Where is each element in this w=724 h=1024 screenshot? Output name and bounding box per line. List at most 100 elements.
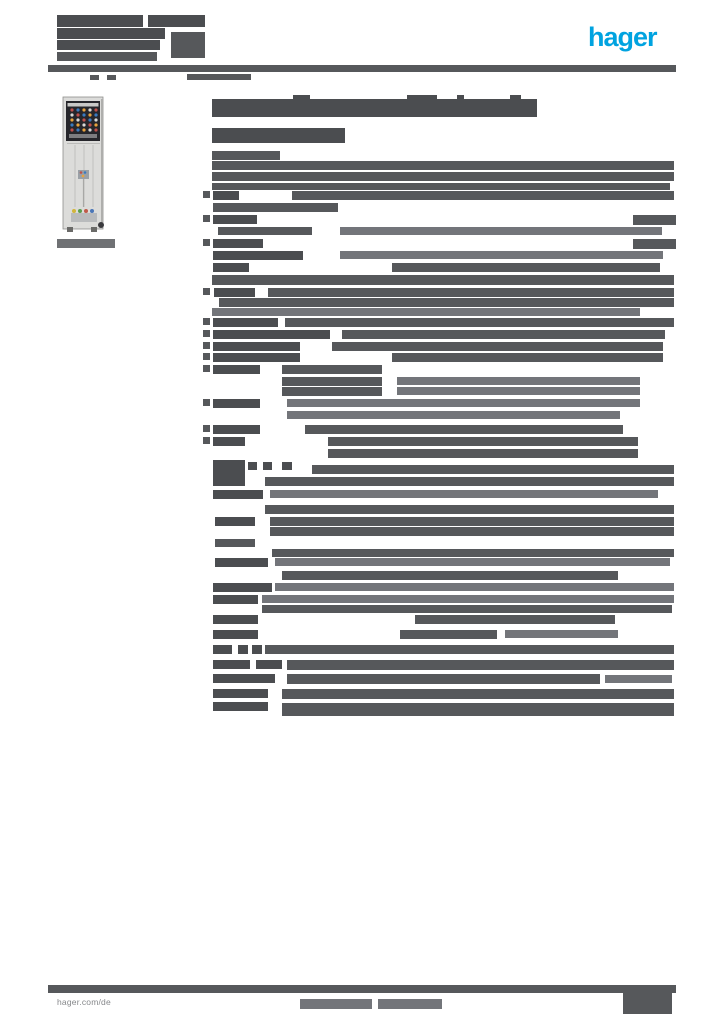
spec-row-bar [287,660,674,670]
spec-row-bar [505,630,618,638]
spec-row-bar [213,330,330,339]
spec-row-bar [287,399,640,407]
spec-row-bar [213,460,245,486]
spec-row-bar [400,630,497,639]
spec-row-bar [282,387,382,396]
list-bullet [203,215,210,222]
product-photo-image [62,96,104,232]
spec-row-bar [213,365,260,374]
header-sub-bar [107,75,116,80]
spec-row-bar [268,288,674,297]
spec-row-bar [265,645,674,654]
spec-row-bar [213,318,278,327]
spec-row-bar [305,425,623,434]
footer-website-link[interactable]: hager.com/de [57,997,111,1007]
spec-row-bar [213,203,338,212]
page-title-bar [212,99,537,117]
spec-row-bar [213,399,260,408]
paragraph-bar [212,172,674,181]
list-bullet [203,318,210,325]
spec-row-bar [282,689,674,699]
footer-page-tab [623,991,672,1014]
list-bullet [203,399,210,406]
list-bullet [203,425,210,432]
spec-row-bar [213,215,257,224]
header-product-title-bar [57,52,157,61]
spec-row-bar [392,263,660,272]
footer-rule [48,985,676,993]
spec-row-bar [213,490,263,499]
spec-row-bar [275,583,674,591]
spec-row-bar [215,539,255,547]
spec-row-bar [214,288,255,297]
spec-row-bar [213,630,258,639]
spec-row-bar [605,675,672,683]
spec-row-bar [213,595,258,604]
page-subtitle-bar [212,128,345,143]
spec-row-bar [272,549,674,557]
footer-note-bar [300,999,372,1009]
paragraph-bar [212,183,670,190]
spec-row-bar [312,465,674,474]
hager-logo: hager [588,22,658,52]
list-bullet [203,437,210,444]
spec-row-bar [328,437,638,446]
spec-row-bar [218,227,312,235]
spec-row-bar [397,387,640,395]
list-bullet [203,330,210,337]
header-product-title-bar [57,40,160,50]
spec-row-bar [215,517,255,526]
spec-row-bar [248,462,257,470]
spec-row-bar [213,342,300,351]
spec-row-bar [263,462,272,470]
spec-row-bar [282,365,382,374]
spec-row-bar [282,571,618,580]
spec-row-bar [285,318,674,327]
spec-row-bar [282,462,292,470]
spec-row-bar [287,674,600,684]
spec-row-bar [213,437,245,446]
spec-row-bar [213,660,250,669]
spec-row-bar [262,595,674,603]
header-rule [48,65,676,72]
spec-row-bar [212,308,640,316]
spec-row-bar [633,239,676,249]
header-product-title-bar [57,15,143,27]
spec-row-bar [238,645,248,654]
spec-row-bar [213,191,239,200]
list-bullet [203,191,210,198]
spec-row-bar [332,342,663,351]
list-bullet [203,353,210,360]
page-title-bar [293,95,310,100]
spec-row-bar [213,689,268,698]
list-bullet [203,239,210,246]
spec-row-bar [213,583,272,592]
spec-row-bar [275,558,670,566]
product-caption-bar [57,239,115,248]
header-badge-bar [171,32,205,58]
spec-row-bar [213,425,260,434]
spec-row-bar [270,490,658,498]
spec-row-bar [213,702,268,711]
spec-row-bar [270,527,674,536]
spec-row-bar [256,660,282,669]
spec-row-bar [219,298,674,307]
spec-row-bar [252,645,262,654]
spec-row-bar [340,227,662,235]
spec-row-bar [213,353,300,362]
spec-row-bar [282,703,674,716]
spec-row-bar [213,251,303,260]
header-sub-bar [90,75,99,80]
spec-row-bar [213,263,249,272]
list-bullet [203,365,210,372]
hager-logo-text: hager [588,22,658,52]
page-title-bar [457,95,464,100]
spec-row-bar [633,215,676,225]
section-heading-bar [212,151,280,160]
spec-row-bar [265,477,674,486]
spec-row-bar [397,377,640,385]
spec-row-bar [212,275,674,285]
header-sub-bar [187,74,251,80]
spec-row-bar [287,411,620,419]
